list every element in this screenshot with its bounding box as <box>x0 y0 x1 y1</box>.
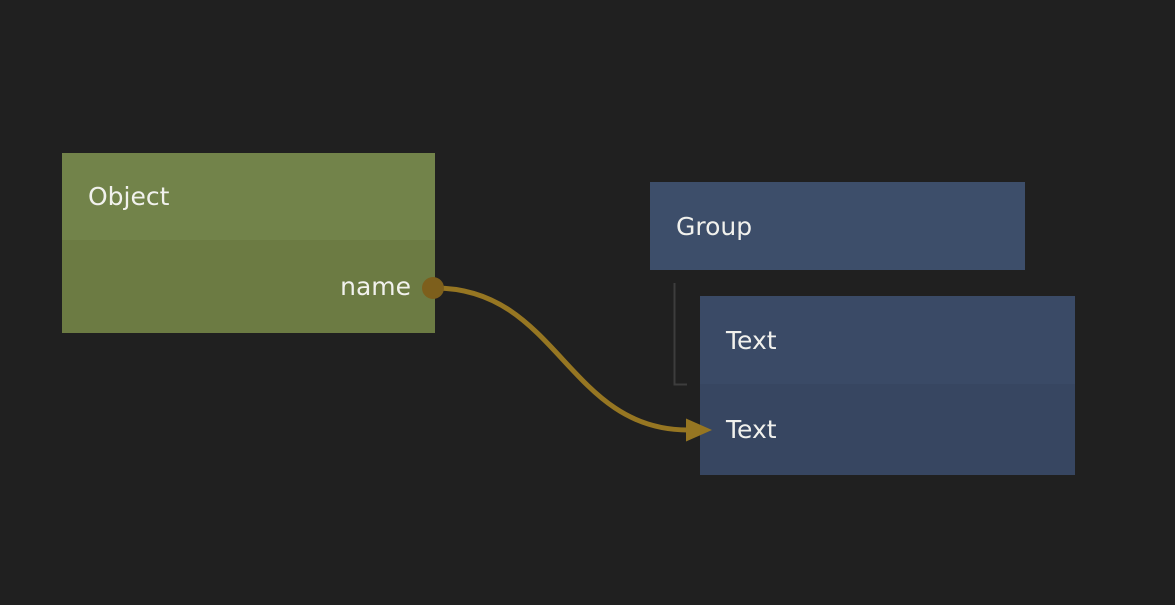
input-port-label-text: Text <box>726 415 777 444</box>
node-text-input-row[interactable]: Text <box>700 384 1075 475</box>
node-object[interactable]: Object name <box>62 153 435 333</box>
group-child-tree-connector <box>673 283 687 386</box>
node-group[interactable]: Group <box>650 182 1025 270</box>
node-object-header[interactable]: Object <box>62 153 435 240</box>
node-object-title: Object <box>88 182 170 211</box>
node-group-title: Group <box>676 211 753 241</box>
node-text-title: Text <box>726 325 777 355</box>
node-text-header[interactable]: Text <box>700 296 1075 384</box>
output-port-label-name: name <box>340 272 411 301</box>
node-object-body: name <box>62 240 435 333</box>
node-text[interactable]: Text Text <box>700 296 1075 475</box>
connection-wire[interactable] <box>434 285 689 433</box>
